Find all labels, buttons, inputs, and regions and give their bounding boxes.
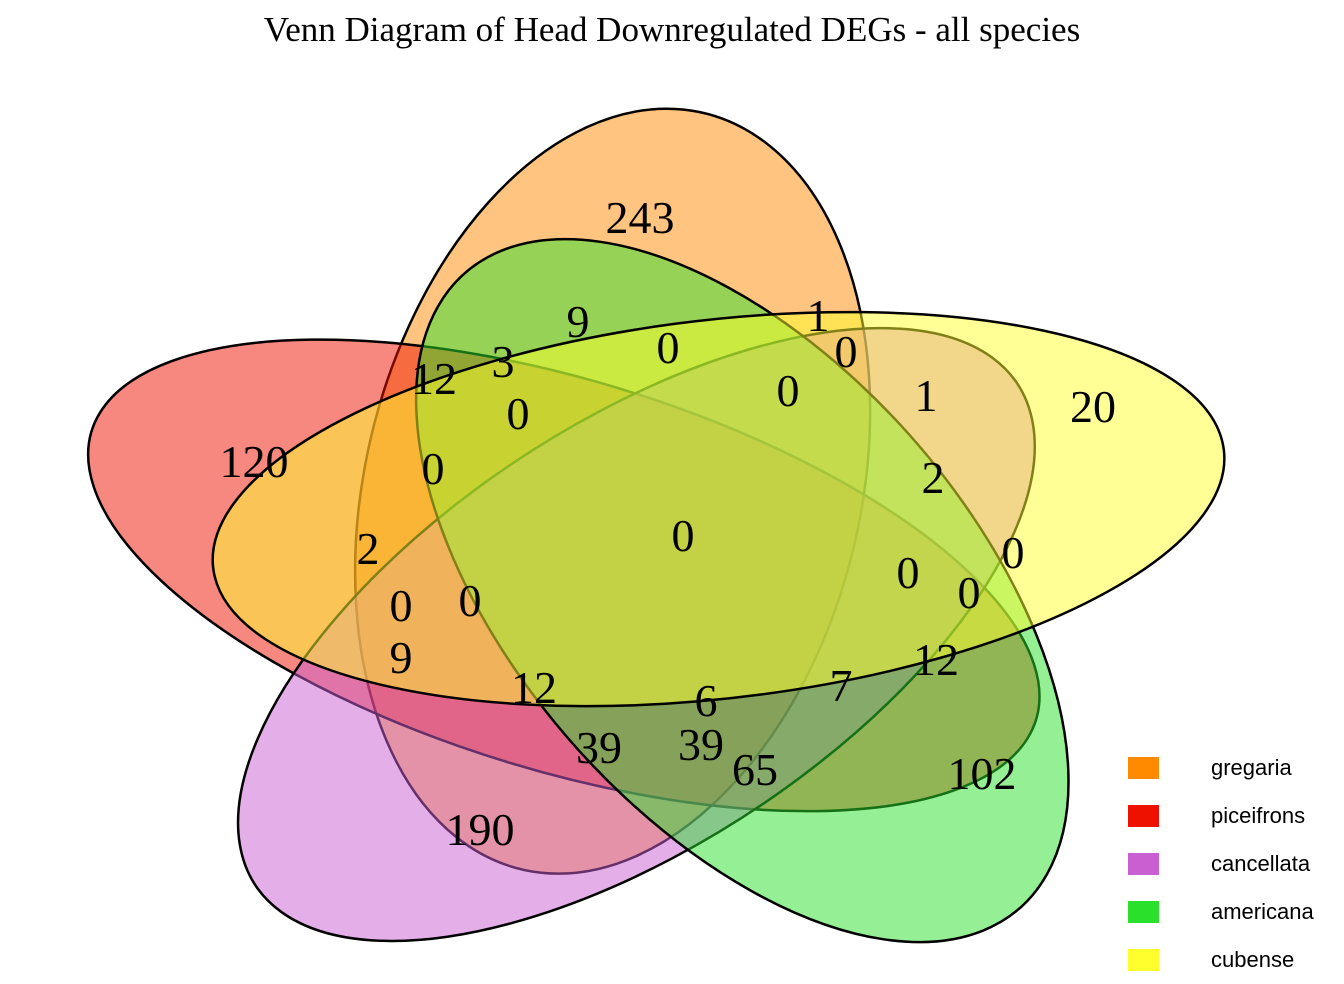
legend-label: cancellata xyxy=(1211,851,1311,876)
legend-label: piceifrons xyxy=(1211,803,1306,828)
legend-swatch xyxy=(1128,805,1159,827)
legend-swatch xyxy=(1128,853,1159,875)
legend-item-cubense: cubense xyxy=(1128,936,1314,984)
legend-item-americana: americana xyxy=(1128,888,1314,936)
venn-diagram xyxy=(0,0,1344,960)
legend-item-gregaria: gregaria xyxy=(1128,744,1314,792)
legend-swatch xyxy=(1128,757,1159,779)
legend-label: cubense xyxy=(1211,947,1295,972)
venn-ellipse-layer xyxy=(0,83,1266,960)
chart-title: Venn Diagram of Head Downregulated DEGs … xyxy=(263,10,1081,49)
legend-item-piceifrons: piceifrons xyxy=(1128,792,1314,840)
venn-ellipse-cubense xyxy=(171,257,1266,761)
legend: gregaria piceifrons cancellata americana cub… xyxy=(1128,744,1314,984)
legend-label: gregaria xyxy=(1211,755,1292,780)
legend-label: americana xyxy=(1211,899,1314,924)
legend-item-cancellata: cancellata xyxy=(1128,840,1314,888)
legend-swatch xyxy=(1128,949,1159,971)
legend-swatch xyxy=(1128,901,1159,923)
